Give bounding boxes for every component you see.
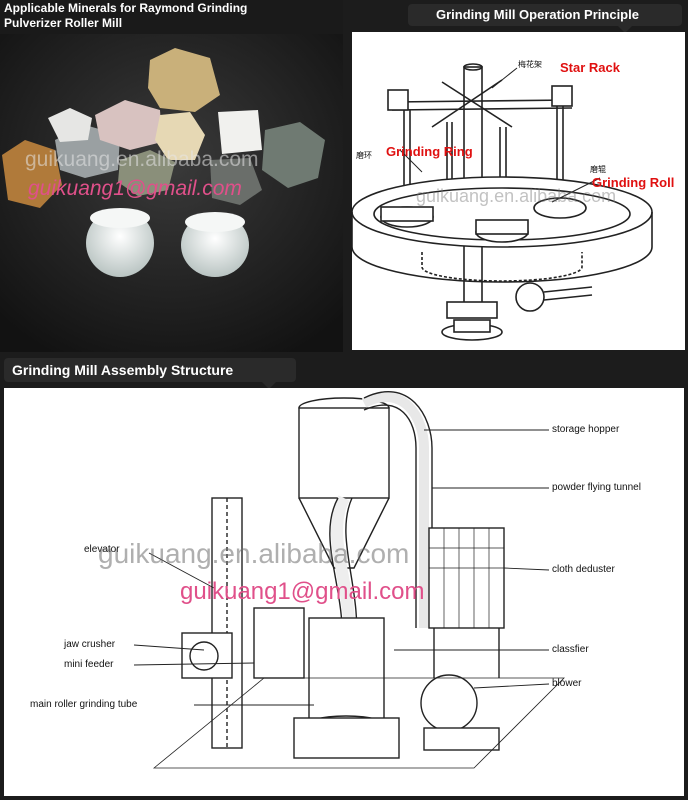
storage-hopper-label: storage hopper	[552, 424, 620, 435]
ore-rock-gold	[148, 48, 220, 112]
grinding-roll-cn-label: 磨辊	[590, 165, 606, 174]
principle-panel: Grinding Mill Operation Principle	[348, 0, 688, 352]
grinding-roll-label: Grinding Roll	[592, 175, 675, 190]
assembly-diagram: storage hopper powder flying tunnel elev…	[4, 388, 684, 796]
assembly-panel: Grinding Mill Assembly Structure	[0, 354, 688, 800]
assembly-tab-notch	[262, 382, 276, 389]
watermark-site-minerals: guikuang.en.alibaba.com	[25, 148, 259, 171]
minerals-photo	[0, 34, 343, 352]
star-rack-cn-label: 梅花架	[518, 60, 542, 69]
principle-title: Grinding Mill Operation Principle	[436, 7, 639, 22]
main-roller-grinding-tube-label: main roller grinding tube	[30, 699, 138, 710]
watermark-email-assembly: guikuang1@gmail.com	[180, 578, 425, 605]
ore-rock-cream	[155, 112, 205, 160]
blower-label: blower	[552, 678, 582, 689]
principle-tab-notch	[618, 26, 632, 33]
ore-rock-white	[48, 108, 92, 142]
powder-flying-tunnel-label: powder flying tunnel	[552, 482, 641, 493]
minerals-title-line2: Pulverizer Roller Mill	[4, 16, 123, 30]
cloth-deduster-label: cloth deduster	[552, 564, 615, 575]
principle-title-tab	[408, 4, 682, 26]
watermark-site-assembly: guikuang.en.alibaba.com	[98, 538, 410, 569]
minerals-title-line1: Applicable Minerals for Raymond Grinding	[4, 1, 248, 15]
watermark-email-minerals: guikuang1@gmail.com	[28, 177, 242, 200]
minerals-panel: Applicable Minerals for Raymond Grinding…	[0, 0, 343, 352]
assembly-title-tab	[4, 358, 296, 382]
star-rack-label: Star Rack	[560, 60, 620, 75]
ore-rock-mixed	[118, 150, 175, 196]
ore-rock-pink	[95, 100, 162, 150]
principle-diagram: 梅花架 Star Rack 磨环 Grinding Ring 磨辊 Grindi…	[352, 32, 685, 350]
ore-rock-dark	[210, 158, 262, 205]
ore-rock-red	[2, 140, 62, 208]
ore-rock-calcite	[218, 110, 262, 154]
watermark-site-principle: guikuang.en.alibaba.com	[416, 186, 617, 206]
ore-rock-green	[262, 122, 325, 188]
grinding-ring-label: Grinding Ring	[386, 144, 473, 159]
mini-feeder-label: mini feeder	[64, 659, 114, 670]
grinding-ring-cn-label: 磨环	[356, 151, 372, 160]
elevator-label: elevator	[84, 544, 120, 555]
classfier-label: classfier	[552, 644, 589, 655]
assembly-title: Grinding Mill Assembly Structure	[12, 362, 234, 378]
jaw-crusher-label: jaw crusher	[64, 639, 116, 650]
